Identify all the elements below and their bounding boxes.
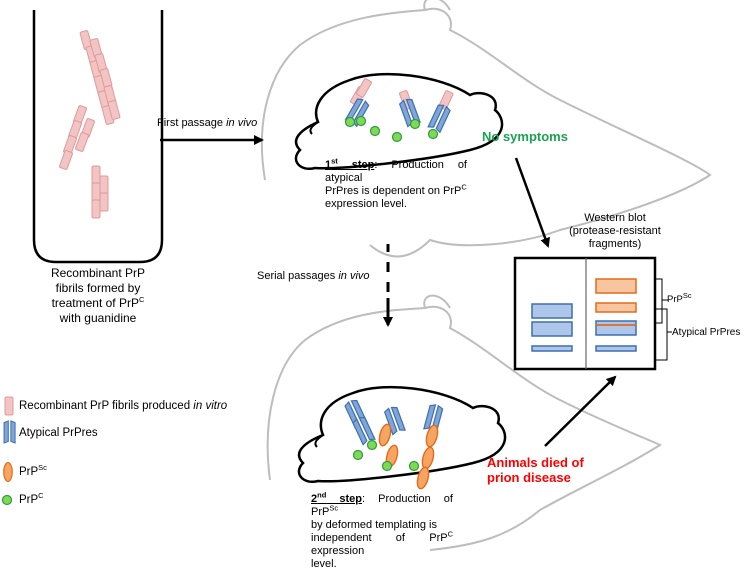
bracket-prpsc-text: PrP [667,294,683,305]
step-2-text-c: independent of PrP [311,532,448,544]
western-blot-title2: (protease-resistant [569,225,661,237]
step-2-heading: 2nd step [311,490,362,505]
step-2-line-c: independent of PrPC expression [311,529,453,558]
tube-caption-line1: Recombinant PrP [50,266,146,280]
first-passage-text: First passage [157,117,227,129]
step-1-heading: 1st step [325,156,375,171]
mouse-top-outline [260,0,712,258]
step-2-text-c-post: expression [311,545,365,557]
legend-prpsc-sup: Sc [38,463,47,473]
legend-prpc-sup: C [38,491,44,501]
western-blot-title1: Western blot [584,212,646,224]
legend-recombinant-italic: in vitro [193,400,228,412]
bracket-prpsc-sup: Sc [682,290,692,300]
blot-lane-1-bands [531,303,573,352]
legend-item-prpsc: PrPSc [19,463,47,479]
tube-caption-line3-sup: C [138,295,145,304]
prpc-icon [1,494,13,506]
bracket-atypical-label: Atypical PrPres [672,327,741,338]
step-2-num: 2 [311,493,318,505]
first-passage-label: First passage in vivo [157,117,257,130]
blot-lane-2-bands [595,278,637,352]
western-blot-title: Western blot (protease-resistant fragmen… [560,212,670,251]
tube-caption-line2: fibrils formed by [55,281,141,295]
blot-brackets [656,278,672,361]
step-1-text-c: expression level. [325,198,407,210]
first-passage-italic: in vivo [226,117,258,129]
arrow-top-to-blot [514,157,550,248]
arrow-bottom-to-blot [544,375,617,447]
step-1-text-a: : Production of atypical [325,159,467,184]
step-1-text: 1st step: Production of atypical PrPres … [325,156,467,211]
tube-caption-line3-text: treatment of PrP [51,296,139,310]
step-2-text-c-sup: C [447,529,453,539]
step-2-text-a: : Production of PrP [311,493,453,518]
legend-item-recombinant: Recombinant PrP fibrils produced in vitr… [19,400,227,413]
animals-died-line2: prion disease [487,470,571,485]
step-2-text-b: by deformed templating is [311,519,437,531]
western-blot-title3: fragments) [588,238,642,250]
recombinant-fibril-icon [4,396,14,416]
step-1-num: 1 [325,159,332,171]
tube-fibrils [58,29,121,219]
mouse-top-brain [294,72,504,171]
mouse-bottom-outline [266,294,663,551]
step-2-text-a-sup: Sc [329,503,339,513]
legend-atypical-text: Atypical PrPres [19,427,98,439]
legend-icons [1,396,16,506]
prpsc-icon [3,462,13,482]
step-1-text-b-sup: C [461,182,467,192]
step-1-text-b: PrPres is dependent on PrP [325,185,462,197]
animals-died-line1: Animals died of [487,455,584,470]
legend-recombinant-text: Recombinant PrP fibrils produced [19,400,194,412]
tube-caption: Recombinant PrP fibrils formed by treatm… [30,266,166,326]
mouse-bottom-brain [297,385,507,484]
legend-item-atypical: Atypical PrPres [19,427,98,440]
step-1-sup: st [331,156,338,166]
tube-caption-line4: with guanidine [59,311,137,325]
serial-passages-text: Serial passages [257,270,339,282]
step-2-text-d: level. [311,558,337,570]
animals-died-label: Animals died of prion disease [487,455,584,485]
legend-item-prpc: PrPC [19,491,44,507]
step-1-line-b: PrPres is dependent on PrPC [325,182,467,198]
serial-passages-label: Serial passages in vivo [257,270,370,283]
step-2-sup: nd [317,490,327,500]
legend-prpc-text: PrP [19,494,39,506]
no-symptoms-label: No symptoms [482,129,568,144]
tube-caption-line3: treatment of PrPC [30,296,166,311]
bracket-prpsc-label: PrPSc [667,290,692,306]
step-2-word: step [326,493,362,505]
serial-passages-italic: in vivo [338,270,370,282]
legend-prpsc-text: PrP [19,466,39,478]
step-2-line-a: 2nd step: Production of PrPSc [311,490,453,519]
step-2-text: 2nd step: Production of PrPSc by deforme… [311,490,453,571]
step-1-word: step [337,159,375,171]
step-1-line-a: 1st step: Production of atypical [325,156,467,185]
atypical-prpres-icon [3,420,16,444]
test-tube [32,10,164,264]
